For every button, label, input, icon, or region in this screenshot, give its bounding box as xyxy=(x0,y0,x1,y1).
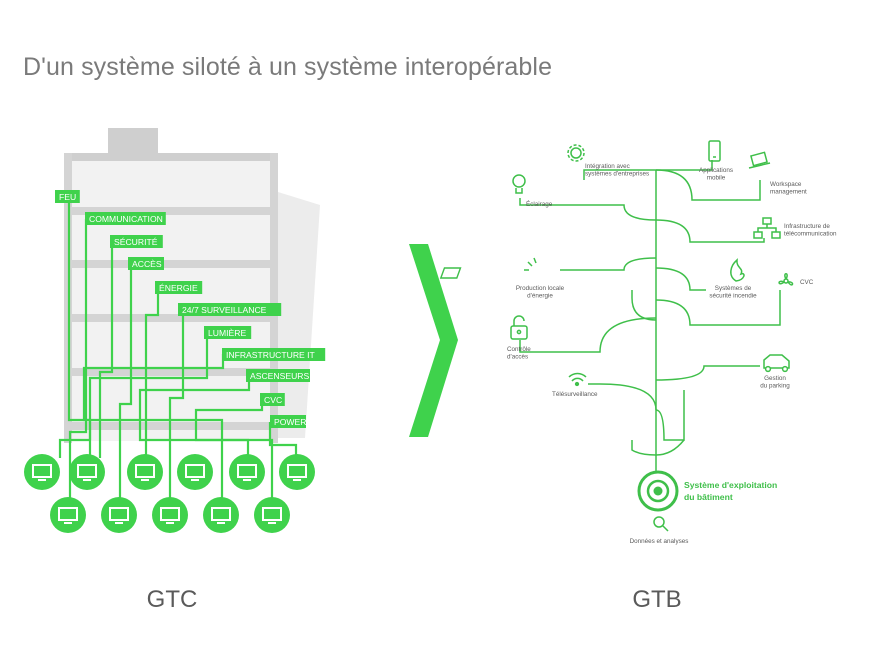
tree-label: télécommunication xyxy=(784,231,837,238)
tree-label: sécurité incendie xyxy=(709,293,757,300)
tree-label: Gestion xyxy=(764,375,786,382)
smartphone-icon xyxy=(708,140,721,162)
silo-label: CVC xyxy=(260,393,285,406)
tree-label: Production locale xyxy=(516,285,565,292)
network-icon xyxy=(753,217,781,239)
laptop-icon xyxy=(748,151,771,169)
monitor-icon xyxy=(50,497,86,533)
silo-label-text: FEU xyxy=(59,192,76,202)
page-title: D'un système siloté à un système interop… xyxy=(23,53,553,81)
tree-label: Intégration avec xyxy=(585,163,630,170)
silo-label-text: CVC xyxy=(264,395,282,405)
padlock-icon xyxy=(510,315,528,340)
tree-label: Workspace xyxy=(770,181,802,188)
monitor-icon xyxy=(127,454,163,490)
silo-label: 24/7 SURVEILLANCE xyxy=(178,303,282,316)
silo-label: FEU xyxy=(55,190,80,203)
gtc-caption: GTC xyxy=(147,586,198,613)
monitor-icon xyxy=(177,454,213,490)
magnifier-icon xyxy=(653,516,669,532)
tree-label: du parking xyxy=(760,383,790,390)
tree-label: Télésurveillance xyxy=(552,391,598,398)
tree-label: management xyxy=(770,189,807,196)
monitor-icon xyxy=(229,454,265,490)
tree-label: d'accès xyxy=(507,354,528,361)
monitor-icon xyxy=(279,454,315,490)
silo-label: ÉNERGIE xyxy=(155,281,203,294)
silo-label: LUMIÈRE xyxy=(204,326,252,339)
tree-label: systèmes d'entreprises xyxy=(585,171,649,178)
monitor-icon xyxy=(152,497,188,533)
core-label-line2: du bâtiment xyxy=(684,492,733,502)
silo-label-text: COMMUNICATION xyxy=(89,214,163,224)
chevron-right-icon xyxy=(409,244,458,437)
silo-label-text: 24/7 SURVEILLANCE xyxy=(182,305,267,315)
silo-label-text: ÉNERGIE xyxy=(159,283,198,293)
tree-label: Éclairage xyxy=(526,199,553,208)
core-label-line1: Système d'exploitation xyxy=(684,480,777,490)
gtb-caption: GTB xyxy=(632,586,681,613)
tree-label: Infrastructure de xyxy=(784,223,830,230)
tree-label: Systèmes de xyxy=(715,285,752,292)
silo-label-text: ASCENSEURS xyxy=(250,371,309,381)
silo-label-text: ACCÈS xyxy=(132,259,162,269)
tree-label: Données et analyses xyxy=(630,538,689,545)
silo-label-text: INFRASTRUCTURE IT xyxy=(226,350,316,360)
silo-wiring xyxy=(58,197,298,510)
silo-label: ASCENSEURS xyxy=(246,369,310,382)
gear-icon xyxy=(567,144,585,162)
silo-label-text: SÉCURITÉ xyxy=(114,237,158,247)
monitor-icon xyxy=(203,497,239,533)
interoperability-tree xyxy=(519,160,781,478)
silo-label-text: LUMIÈRE xyxy=(208,328,246,338)
tree-label: Applications xyxy=(699,167,733,174)
tree-label: CVC xyxy=(800,279,814,286)
monitor-icon xyxy=(254,497,290,533)
monitor-icon xyxy=(69,454,105,490)
monitor-icons xyxy=(24,454,315,533)
core-system: Système d'exploitation du bâtiment xyxy=(637,470,777,512)
solar-panel-icon xyxy=(439,257,537,279)
wifi-icon xyxy=(568,372,587,387)
car-icon xyxy=(763,354,790,373)
silo-label: COMMUNICATION xyxy=(85,212,166,225)
tree-icons xyxy=(439,140,794,532)
monitor-icon xyxy=(101,497,137,533)
flame-icon xyxy=(730,258,745,282)
lightbulb-icon xyxy=(512,174,526,194)
silo-label-text: POWER xyxy=(274,417,306,427)
silo-labels: FEU COMMUNICATION SÉCURITÉ ACCÈS ÉNERGIE 24/7… xyxy=(55,190,326,428)
tree-label: d'énergie xyxy=(527,293,553,300)
fan-icon xyxy=(778,273,794,286)
tree-label: mobile xyxy=(707,175,726,182)
silo-label: SÉCURITÉ xyxy=(110,235,163,248)
silo-label: POWER xyxy=(270,415,306,428)
tree-label: Contrôle xyxy=(507,346,531,353)
silo-label: INFRASTRUCTURE IT xyxy=(222,348,326,361)
monitor-icon xyxy=(24,454,60,490)
silo-label: ACCÈS xyxy=(128,257,164,270)
